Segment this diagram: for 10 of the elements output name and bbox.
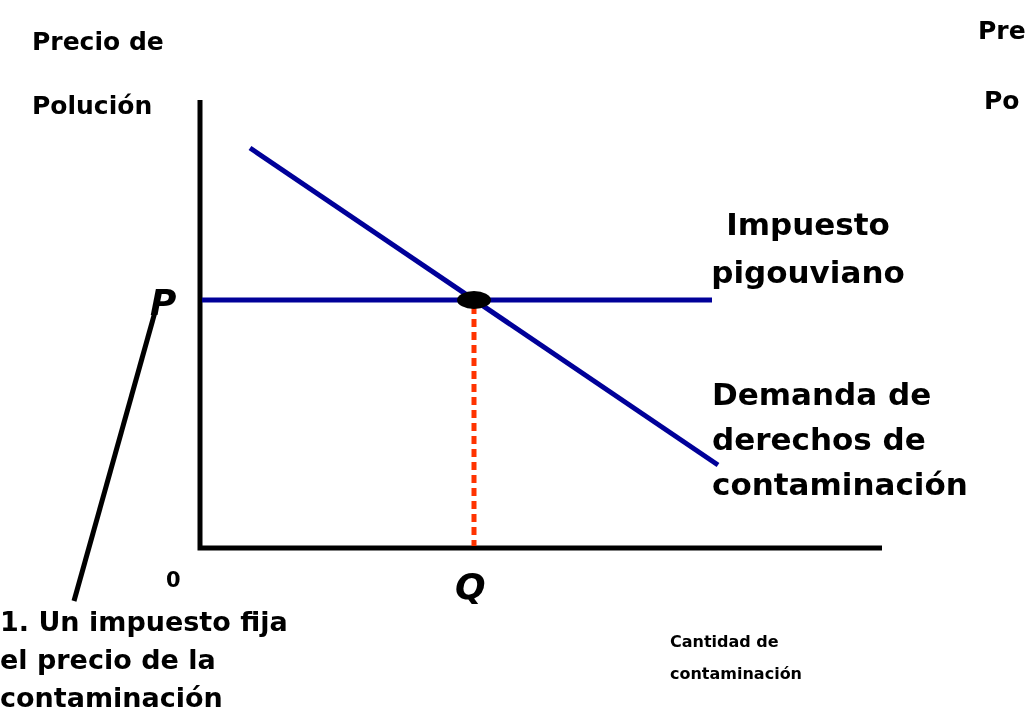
axis-title-fragment: Pre bbox=[978, 16, 1027, 46]
annotation-text: 1. Un impuesto fija el precio de la contaminación bbox=[0, 603, 320, 717]
axis-title: Cantidad de contaminación bbox=[670, 631, 803, 685]
curve-label: Impuesto pigouviano bbox=[710, 205, 906, 292]
price-label: P bbox=[150, 282, 190, 324]
curve-label: Demanda de derechos de contaminación bbox=[712, 375, 969, 504]
axis-tick-label: Q bbox=[455, 565, 487, 609]
axis-title-fragment: Po bbox=[984, 86, 1021, 116]
axis-title: Precio de Polución bbox=[32, 26, 165, 122]
origin-label: 0 bbox=[166, 567, 182, 594]
